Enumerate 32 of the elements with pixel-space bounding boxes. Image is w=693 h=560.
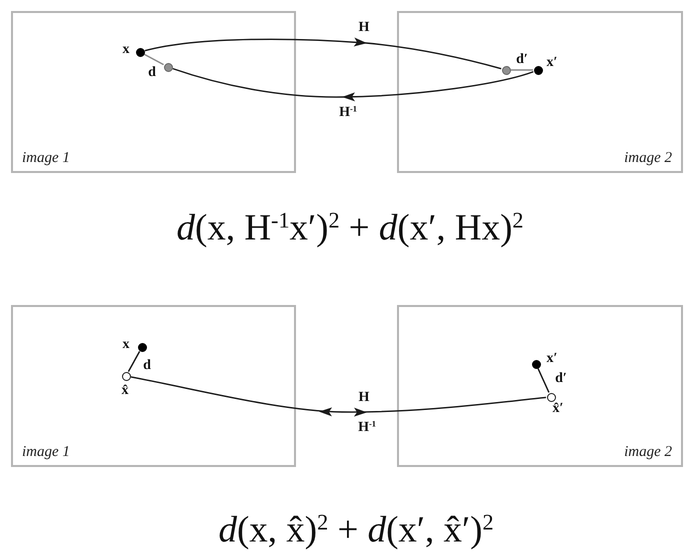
distance-line [511,69,533,71]
point-label: x̂ [122,384,128,398]
point-dot [164,62,172,72]
point-dot [502,66,510,74]
image-frame [397,11,683,173]
image-frame [11,305,296,467]
distance-line [144,54,164,66]
point-label: x̂′ [552,402,564,416]
double-arrow [130,376,546,416]
distance-line [128,351,140,372]
image-frame [11,11,296,173]
point-dot [534,66,542,74]
point-dot [138,342,146,352]
point-label: x [122,338,130,352]
image-label: image 1 [22,445,70,460]
point-label: x [122,43,130,57]
image-label: image 1 [22,151,70,166]
image-label: image 2 [624,151,672,166]
formula: d(x, x̂)$^{2}$ + d(x′, x̂′)$^{2}$ [218,512,494,548]
image-frame [397,305,683,467]
distance-line [537,368,550,393]
formula: d(x, H$^{-1}$x′)$^{2}$ + d(x′, Hx)$^{2}$ [176,210,524,246]
hollow-point-circle [122,372,130,380]
transform-label: H$^{-1}$ [358,421,376,435]
hollow-point-circle [546,392,556,402]
point-label: x′ [546,352,558,366]
curved-arrow [172,68,534,100]
point-dot [136,48,144,56]
curved-arrow [144,38,502,70]
point-dot [532,360,540,368]
image-label: image 2 [624,445,672,460]
point-label: x′ [546,56,558,70]
